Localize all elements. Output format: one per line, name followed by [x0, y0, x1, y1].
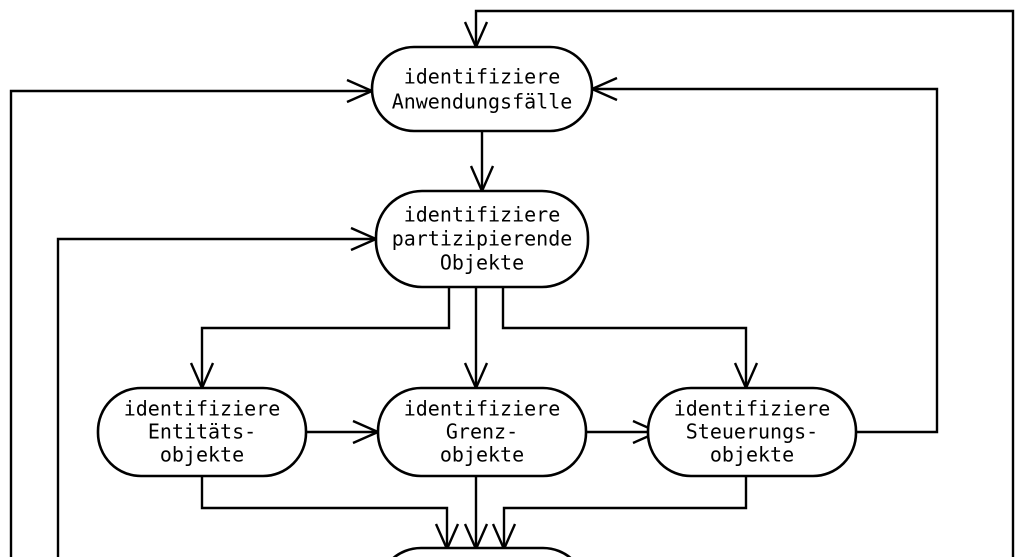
edge-anwendungsfaelle-to-partizipierende [469, 131, 495, 194]
edge-layer [9, 9, 1015, 557]
node-anwendungsfaelle-line-0: identifiziere [404, 65, 561, 89]
node-entitaetsobjekte-line-1: Entitäts- [148, 420, 256, 444]
node-entitaetsobjekte[interactable]: identifiziere Entitäts- objekte [96, 386, 308, 478]
node-anwendungsfaelle[interactable]: identifiziere Anwendungsfälle [370, 45, 594, 133]
edge-entitaets-to-grenz [306, 419, 381, 445]
node-partizipierende-objekte-line-1: partizipierende [392, 227, 573, 251]
node-grenzobjekte[interactable]: identifiziere Grenz- objekte [376, 386, 588, 478]
edge-partizipierende-to-entitaets [189, 287, 451, 391]
edge-grenz-to-bottom [463, 476, 489, 552]
node-grenzobjekte-line-2: objekte [440, 443, 524, 467]
edge-steuerungs-to-bottom [491, 476, 748, 552]
node-layer: identifiziere Anwendungsfälle identifizi… [96, 45, 858, 557]
node-bottom-clipped-shape [392, 546, 572, 557]
node-entitaetsobjekte-line-2: objekte [160, 443, 244, 467]
node-bottom-clipped[interactable] [378, 546, 586, 557]
edge-left-feedback-into-anwendungsfaelle [9, 78, 375, 557]
node-grenzobjekte-shape [376, 386, 588, 478]
node-steuerungsobjekte-line-1: Steuerungs- [686, 420, 818, 444]
node-steuerungsobjekte-shape [646, 386, 858, 478]
node-grenzobjekte-line-0: identifiziere [404, 397, 561, 421]
node-entitaetsobjekte-shape [96, 386, 308, 478]
node-entitaetsobjekte-line-0: identifiziere [124, 397, 281, 421]
node-grenzobjekte-line-1: Grenz- [446, 420, 518, 444]
node-partizipierende-objekte-line-0: identifiziere [404, 203, 561, 227]
node-steuerungsobjekte-line-0: identifiziere [674, 397, 831, 421]
edge-partizipierende-to-grenz [463, 287, 489, 391]
node-partizipierende-objekte[interactable]: identifiziere partizipierende Objekte [374, 189, 590, 289]
edge-partizipierende-to-steuerungs [501, 287, 759, 391]
edge-entitaets-to-bottom [200, 476, 460, 552]
node-anwendungsfaelle-shape [370, 45, 594, 133]
node-partizipierende-objekte-shape [374, 189, 590, 289]
node-partizipierende-objekte-line-2: Objekte [440, 251, 524, 275]
node-anwendungsfaelle-line-1: Anwendungsfälle [392, 90, 573, 114]
node-steuerungsobjekte[interactable]: identifiziere Steuerungs- objekte [646, 386, 858, 478]
edge-right-feedback-into-anwendungsfaelle [589, 76, 939, 434]
node-steuerungsobjekte-line-2: objekte [710, 443, 794, 467]
